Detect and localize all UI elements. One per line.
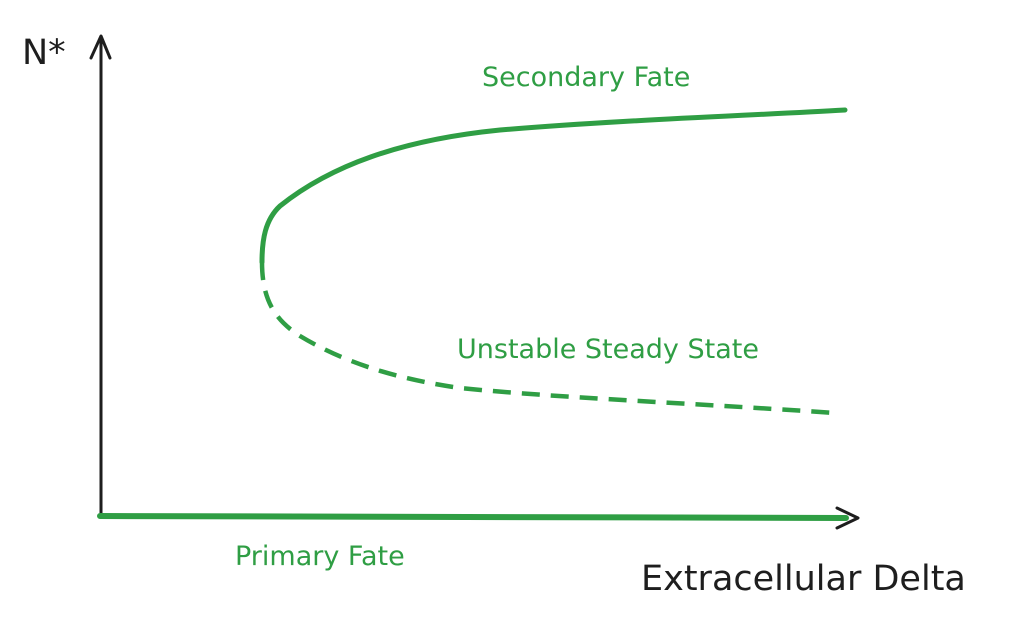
- unstable-steady-state-curve: [259, 261, 836, 416]
- secondary-fate-curve: [259, 107, 848, 265]
- y-axis-label: N*: [22, 33, 66, 73]
- unstable-steady-state-label: Unstable Steady State: [457, 334, 759, 365]
- x-axis-label: Extracellular Delta: [641, 559, 966, 599]
- primary-fate-label: Primary Fate: [235, 541, 405, 572]
- secondary-fate-label: Secondary Fate: [482, 62, 691, 93]
- y-axis-arrowhead: [89, 34, 112, 60]
- primary-fate-curve: [97, 513, 849, 521]
- x-axis-arrowhead: [835, 506, 860, 530]
